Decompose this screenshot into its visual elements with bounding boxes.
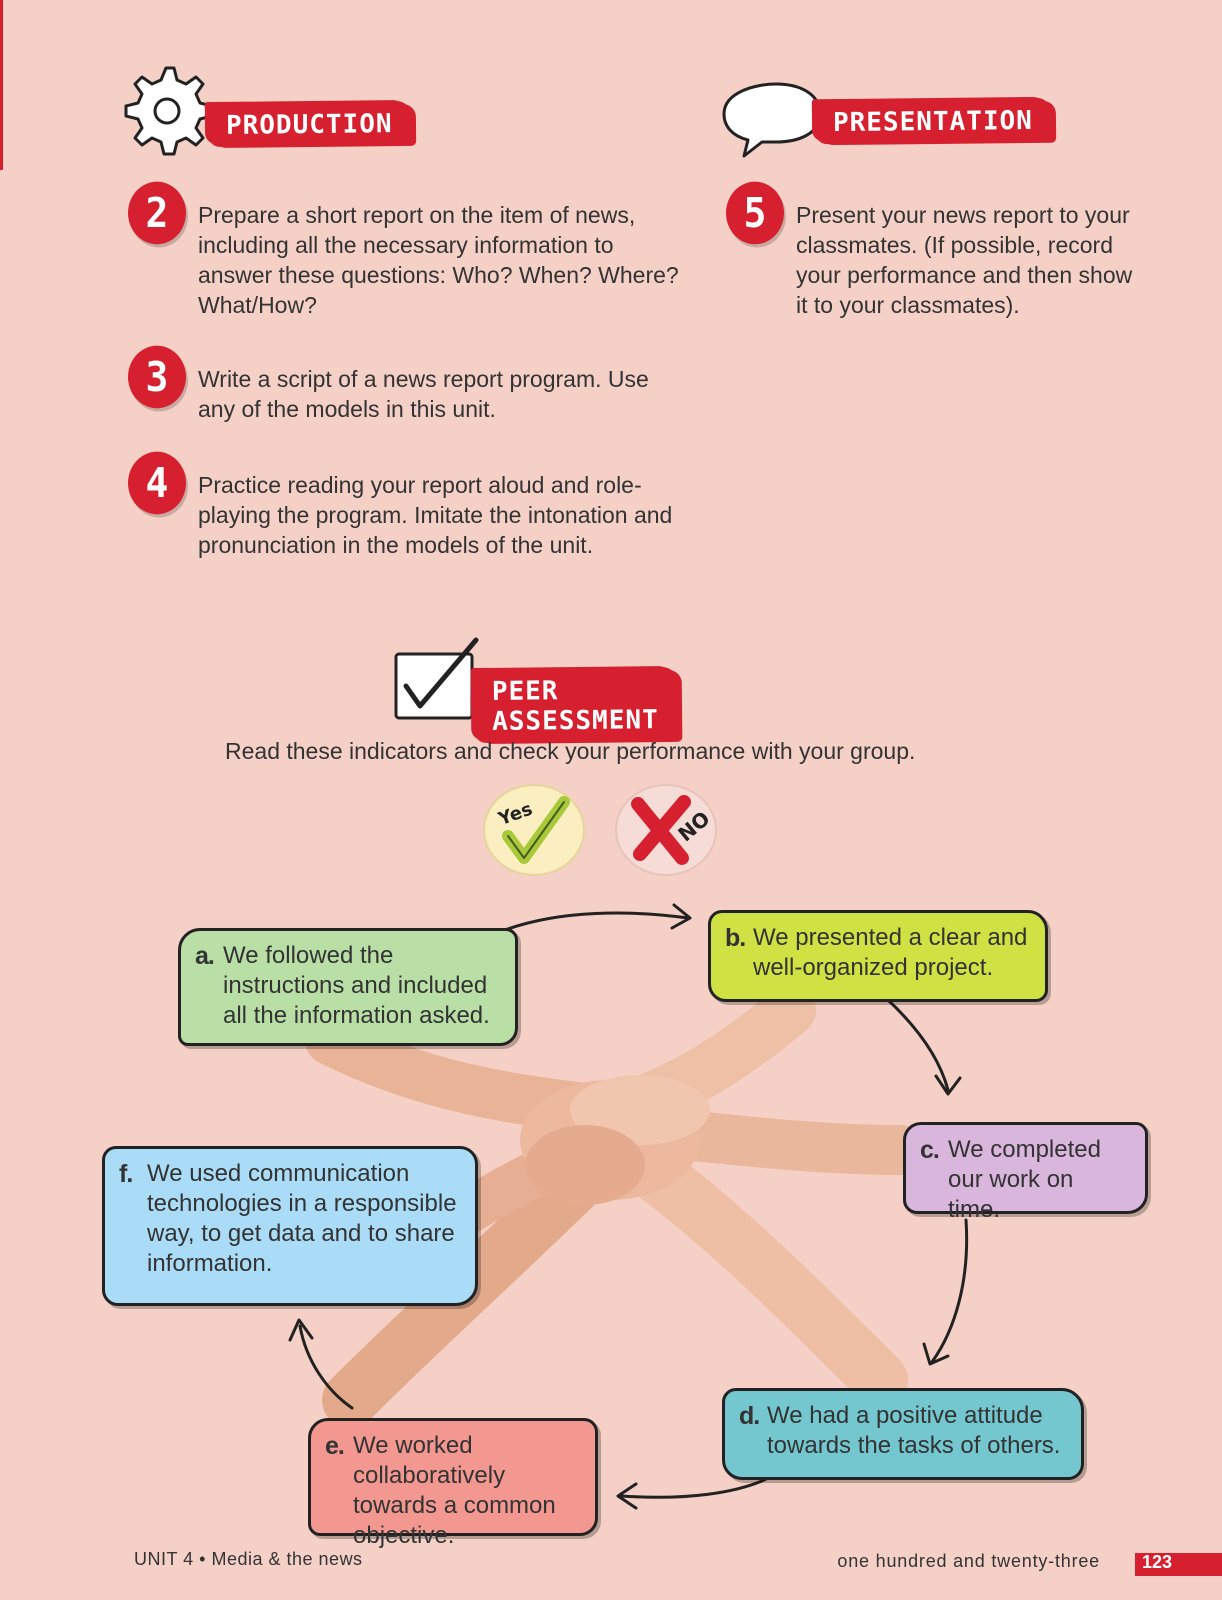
indicator-text: We completed our work on time. bbox=[948, 1136, 1101, 1223]
indicator-letter: c. bbox=[920, 1136, 940, 1164]
task-number: 4 bbox=[128, 451, 186, 515]
indicator-text: We used communication technologies in a … bbox=[147, 1160, 457, 1277]
task-2: 2 Prepare a short report on the item of … bbox=[128, 181, 688, 320]
peer-assessment-banner: PEER ASSESSMENT bbox=[473, 666, 677, 744]
task-number: 3 bbox=[128, 345, 186, 409]
indicator-f: f. We used communication technologies in… bbox=[102, 1146, 478, 1306]
indicator-text: We had a positive attitude towards the t… bbox=[767, 1402, 1061, 1459]
page-number: 123 bbox=[1142, 1552, 1173, 1572]
task-3: 3 Write a script of a news report progra… bbox=[128, 345, 688, 424]
indicator-text: We followed the instructions and include… bbox=[223, 942, 490, 1029]
indicator-d: d. We had a positive attitude towards th… bbox=[722, 1388, 1084, 1480]
task-text: Prepare a short report on the item of ne… bbox=[198, 202, 679, 318]
indicator-c: c. We completed our work on time. bbox=[903, 1122, 1148, 1223]
presentation-banner: PRESENTATION bbox=[814, 97, 1052, 145]
task-4: 4 Practice reading your report aloud and… bbox=[128, 451, 688, 560]
task-text: Write a script of a news report program.… bbox=[198, 366, 649, 422]
gear-icon bbox=[124, 66, 212, 156]
indicator-letter: b. bbox=[725, 924, 746, 952]
indicator-text: We presented a clear and well-organized … bbox=[753, 924, 1028, 981]
task-text: Practice reading your report aloud and r… bbox=[198, 472, 673, 558]
task-number: 2 bbox=[128, 181, 186, 245]
yes-check-icon: Yes bbox=[483, 784, 585, 876]
indicator-letter: a. bbox=[195, 942, 215, 970]
instructions: Read these indicators and check your per… bbox=[225, 738, 916, 764]
indicator-a: a. We followed the instructions and incl… bbox=[178, 928, 518, 1046]
task-number: 5 bbox=[726, 181, 784, 245]
speech-bubble-icon bbox=[722, 82, 822, 158]
task-5: 5 Present your news report to your class… bbox=[726, 181, 1146, 320]
indicator-letter: d. bbox=[739, 1402, 760, 1430]
page-number-box bbox=[1135, 1553, 1222, 1576]
task-text: Present your news report to your classma… bbox=[796, 202, 1133, 318]
indicator-text: We worked collaboratively towards a comm… bbox=[353, 1432, 556, 1549]
footer-unit: UNIT 4 • Media & the news bbox=[134, 1549, 363, 1569]
indicator-letter: e. bbox=[325, 1432, 345, 1460]
indicator-b: b. We presented a clear and well-organiz… bbox=[708, 910, 1048, 1002]
page-edge-line bbox=[0, 0, 3, 170]
indicator-e: e. We worked collaboratively towards a c… bbox=[308, 1418, 598, 1549]
no-cross-icon: NO bbox=[615, 784, 717, 876]
production-banner: PRODUCTION bbox=[207, 100, 411, 148]
footer-page-words: one hundred and twenty-three bbox=[837, 1551, 1100, 1571]
checkbox-icon bbox=[394, 637, 479, 720]
indicator-letter: f. bbox=[119, 1160, 133, 1188]
